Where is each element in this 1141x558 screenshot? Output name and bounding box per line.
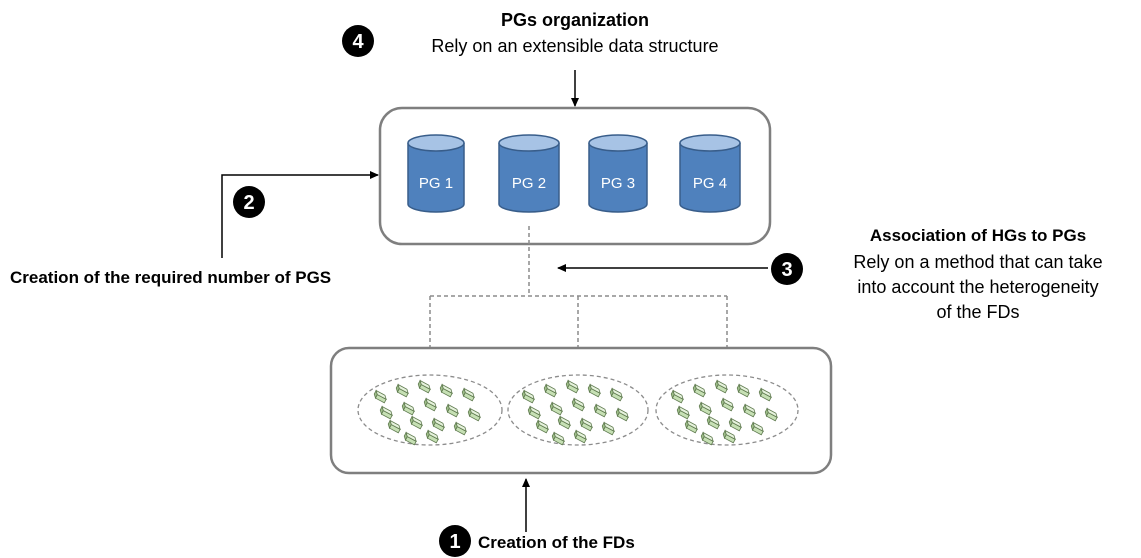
fd-device-icon	[409, 415, 423, 430]
step4-description: Rely on an extensible data structure	[431, 36, 718, 56]
fd-device-icon	[543, 383, 557, 398]
fd-device-icon	[423, 397, 437, 412]
fd-device-icon	[593, 403, 607, 418]
step3-line2: into account the heterogeneity	[857, 277, 1098, 297]
fd-device-icon	[387, 419, 401, 434]
step3-title: Association of HGs to PGs	[870, 226, 1086, 245]
fd-device-icon	[395, 383, 409, 398]
step3-line3: of the FDs	[936, 302, 1019, 322]
step4-badge	[342, 25, 374, 57]
fd-device-icon	[439, 383, 453, 398]
fd-device-icon	[758, 387, 772, 402]
pg-container-box	[378, 106, 772, 246]
fd-group-2	[507, 374, 649, 446]
step3-line1: Rely on a method that can take	[853, 252, 1102, 272]
fd-device-icon	[615, 407, 629, 422]
fd-device-icon	[373, 389, 387, 404]
step4-title: PGs organization	[501, 10, 649, 30]
pg-label-4: PG 4	[693, 175, 727, 192]
pg-label-1: PG 1	[419, 175, 453, 192]
step1-badge	[439, 525, 471, 557]
fd-device-icon	[461, 387, 475, 402]
step3-badge	[771, 253, 803, 285]
fd-device-icon	[535, 419, 549, 434]
step3-annotation: 3 Association of HGs to PGs Rely on a me…	[771, 226, 1103, 322]
fd-device-icon	[453, 421, 467, 436]
fd-device-icon	[728, 417, 742, 432]
fd-device-icon	[750, 421, 764, 436]
step3-number: 3	[781, 259, 792, 281]
fd-device-icon	[676, 405, 690, 420]
step2-annotation: 2 Creation of the required number of PGS	[10, 186, 331, 287]
fd-device-icon	[764, 407, 778, 422]
fd-device-icon	[573, 429, 587, 444]
fd-device-icon	[467, 407, 481, 422]
fd-device-icon	[700, 431, 714, 446]
fd-device-icon	[579, 417, 593, 432]
step4-annotation: 4 PGs organization Rely on an extensible…	[342, 10, 719, 57]
fd-device-icon	[571, 397, 585, 412]
fd-device-icon	[609, 387, 623, 402]
fd-device-icon	[425, 429, 439, 444]
fd-device-icon	[521, 389, 535, 404]
fd-device-icon	[587, 383, 601, 398]
step2-number: 2	[243, 192, 254, 214]
step2-title: Creation of the required number of PGS	[10, 268, 331, 287]
fd-device-icon	[431, 417, 445, 432]
pg-label-3: PG 3	[601, 175, 635, 192]
step1-title: Creation of the FDs	[478, 533, 635, 552]
fd-group-1	[357, 374, 503, 446]
fd-device-icon	[551, 431, 565, 446]
fd-device-icon	[601, 421, 615, 436]
fd-device-icon	[706, 415, 720, 430]
fd-device-icon	[527, 405, 541, 420]
fd-groups	[357, 374, 799, 446]
step2-badge	[233, 186, 265, 218]
pg-cylinder-1: PG 1	[407, 134, 465, 213]
pg-cylinder-4: PG 4	[679, 134, 741, 213]
fd-device-icon	[722, 429, 736, 444]
pg-label-2: PG 2	[512, 175, 546, 192]
pg-cylinder-3: PG 3	[588, 134, 648, 213]
fd-device-icon	[549, 401, 563, 416]
step1-annotation: 1 Creation of the FDs	[439, 525, 635, 557]
fd-device-icon	[557, 415, 571, 430]
fd-device-icon	[417, 379, 431, 394]
fd-device-icon	[379, 405, 393, 420]
fd-device-icon	[720, 397, 734, 412]
fd-device-icon	[714, 379, 728, 394]
fd-group-3	[655, 374, 799, 446]
fd-device-icon	[401, 401, 415, 416]
fd-device-icon	[698, 401, 712, 416]
pg-cylinder-2: PG 2	[498, 134, 560, 213]
fd-device-icon	[684, 419, 698, 434]
fd-device-icon	[742, 403, 756, 418]
step1-number: 1	[449, 531, 460, 553]
step2-arrow	[221, 171, 379, 258]
fd-device-icon	[445, 403, 459, 418]
step4-number: 4	[352, 31, 364, 53]
fd-device-icon	[565, 379, 579, 394]
fd-device-icon	[403, 431, 417, 446]
fd-device-icon	[736, 383, 750, 398]
fd-device-icon	[670, 389, 684, 404]
fd-device-icon	[692, 383, 706, 398]
